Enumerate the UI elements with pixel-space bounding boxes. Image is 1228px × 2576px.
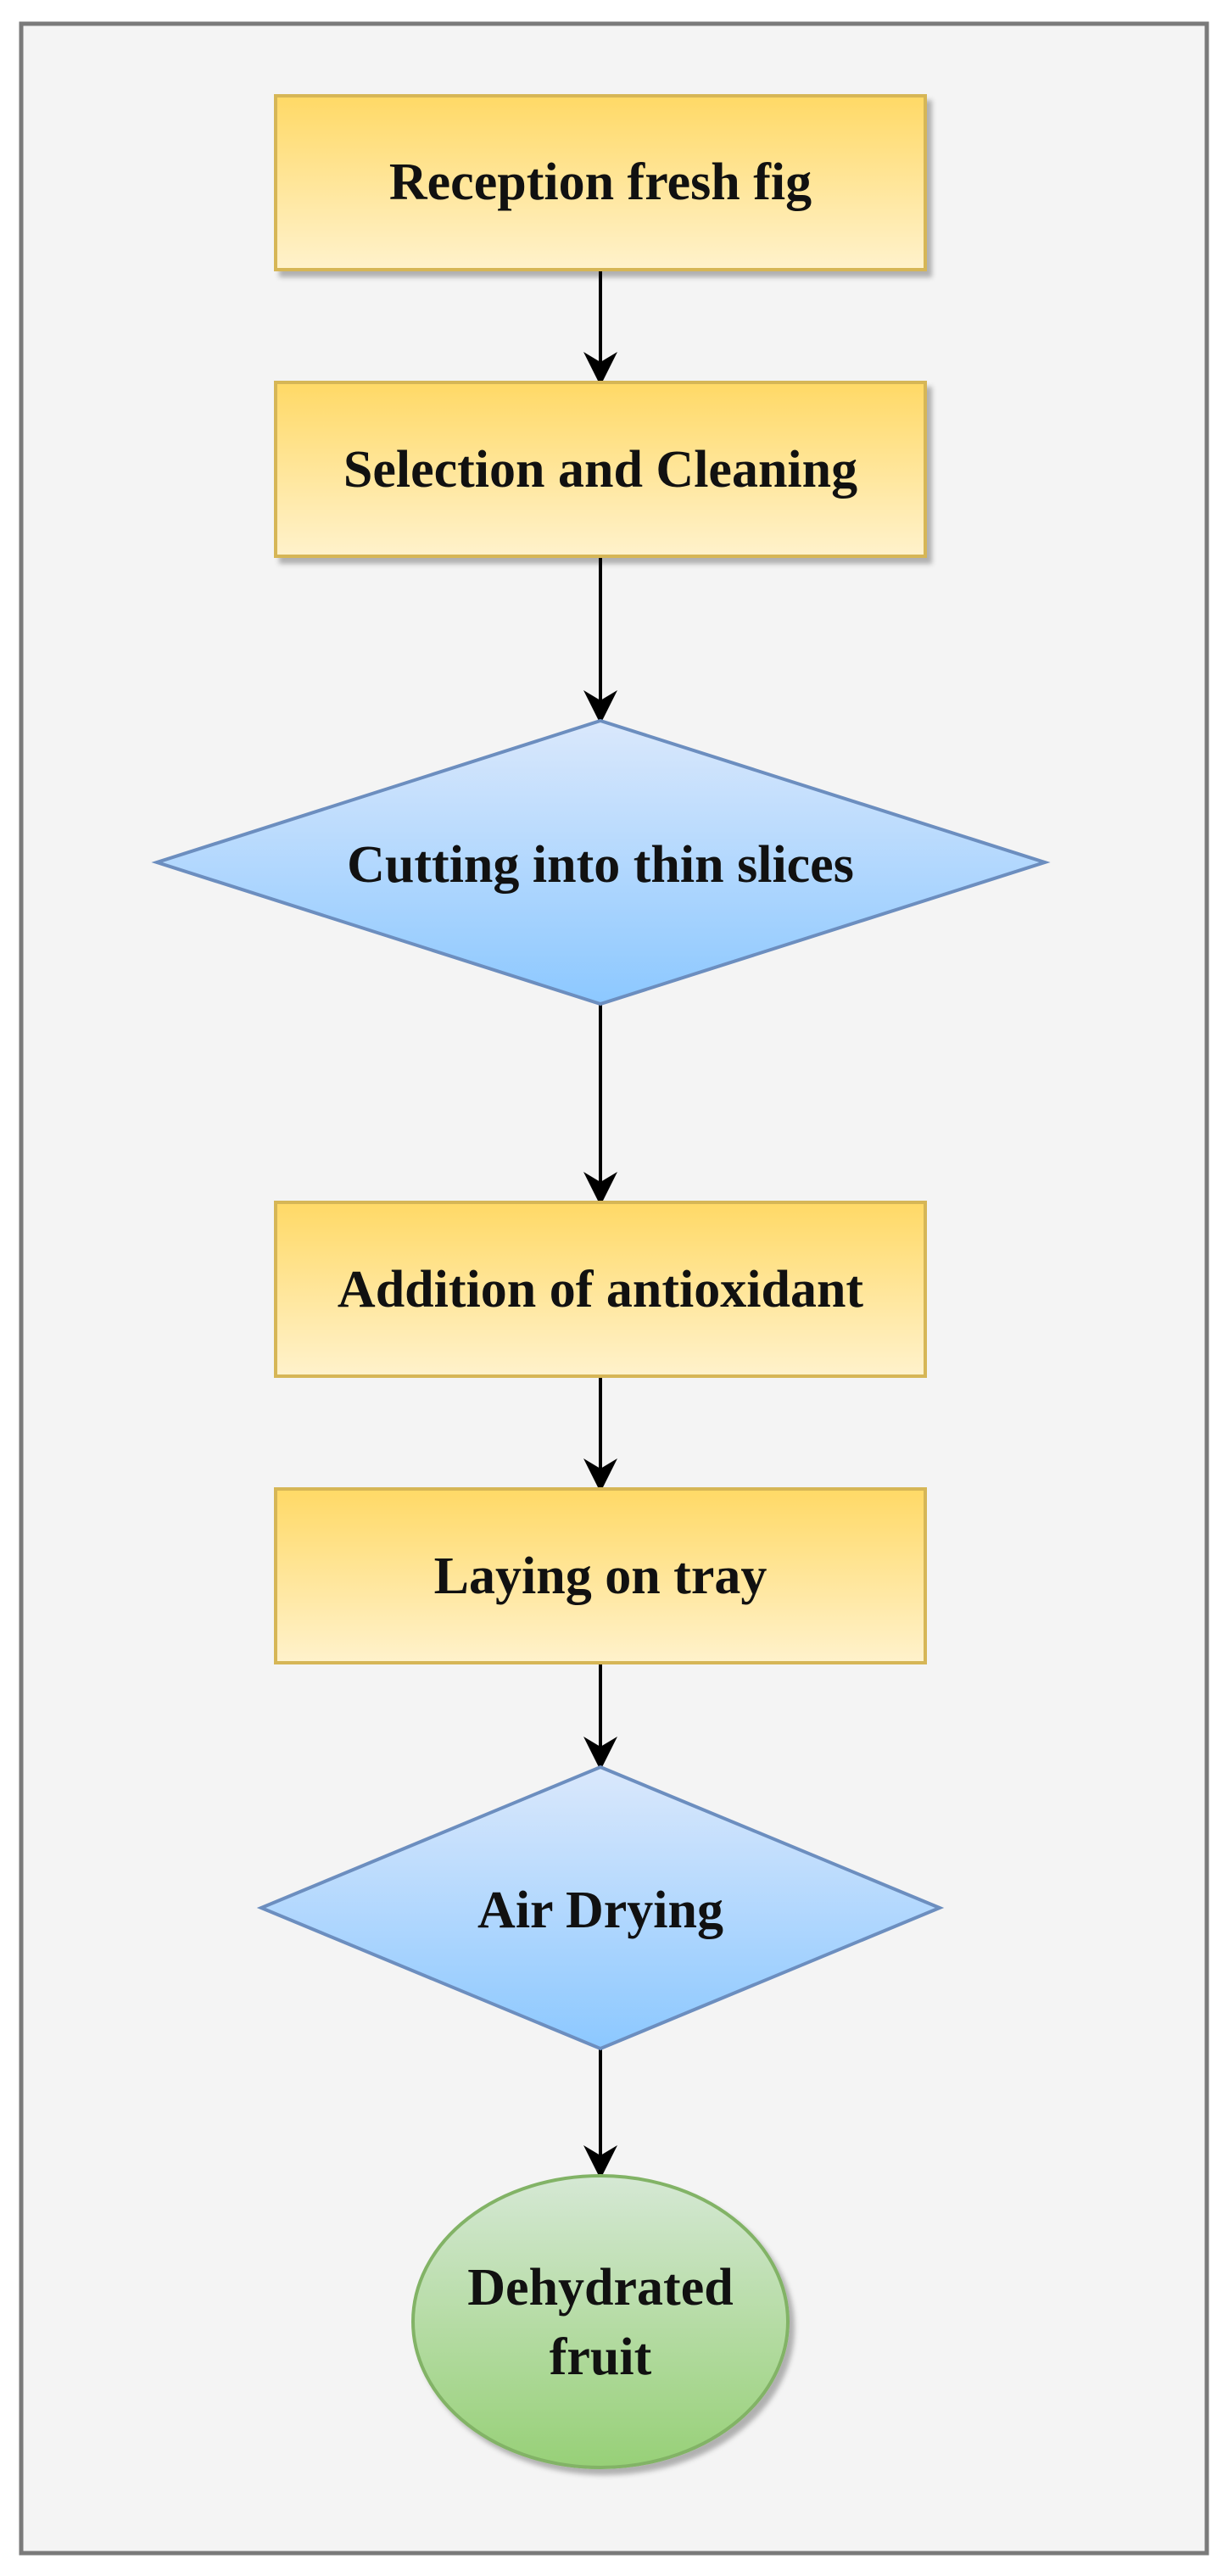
rectangle-node: [274, 1201, 927, 1378]
step-dehydrated-fruit: Dehydrated fruit: [411, 2174, 790, 2469]
node-label: Air Drying: [477, 1882, 723, 1939]
node-label: Selection and Cleaning: [343, 441, 857, 499]
node-label: Laying on tray: [434, 1547, 768, 1605]
rectangle-node: [274, 94, 927, 271]
node-label: Dehydrated: [467, 2259, 733, 2317]
ellipse-node: [411, 2174, 790, 2469]
step-laying-on-tray: Laying on tray: [274, 1487, 927, 1664]
step-air-drying: Air Drying: [256, 1765, 945, 2051]
node-label: Addition of antioxidant: [338, 1261, 864, 1319]
step-cutting-into-thin-slices: Cutting into thin slices: [151, 718, 1051, 1006]
rectangle-node: [274, 381, 927, 558]
node-label: fruit: [550, 2328, 652, 2386]
node-label: Reception fresh fig: [389, 153, 812, 211]
step-selection-and-cleaning: Selection and Cleaning: [274, 381, 927, 558]
diamond-node: [151, 718, 1051, 1006]
step-reception-fresh-fig: Reception fresh fig: [274, 94, 927, 271]
diamond-node: [256, 1765, 945, 2051]
node-label: Cutting into thin slices: [347, 836, 854, 894]
step-addition-of-antioxidant: Addition of antioxidant: [274, 1201, 927, 1378]
rectangle-node: [274, 1487, 927, 1664]
